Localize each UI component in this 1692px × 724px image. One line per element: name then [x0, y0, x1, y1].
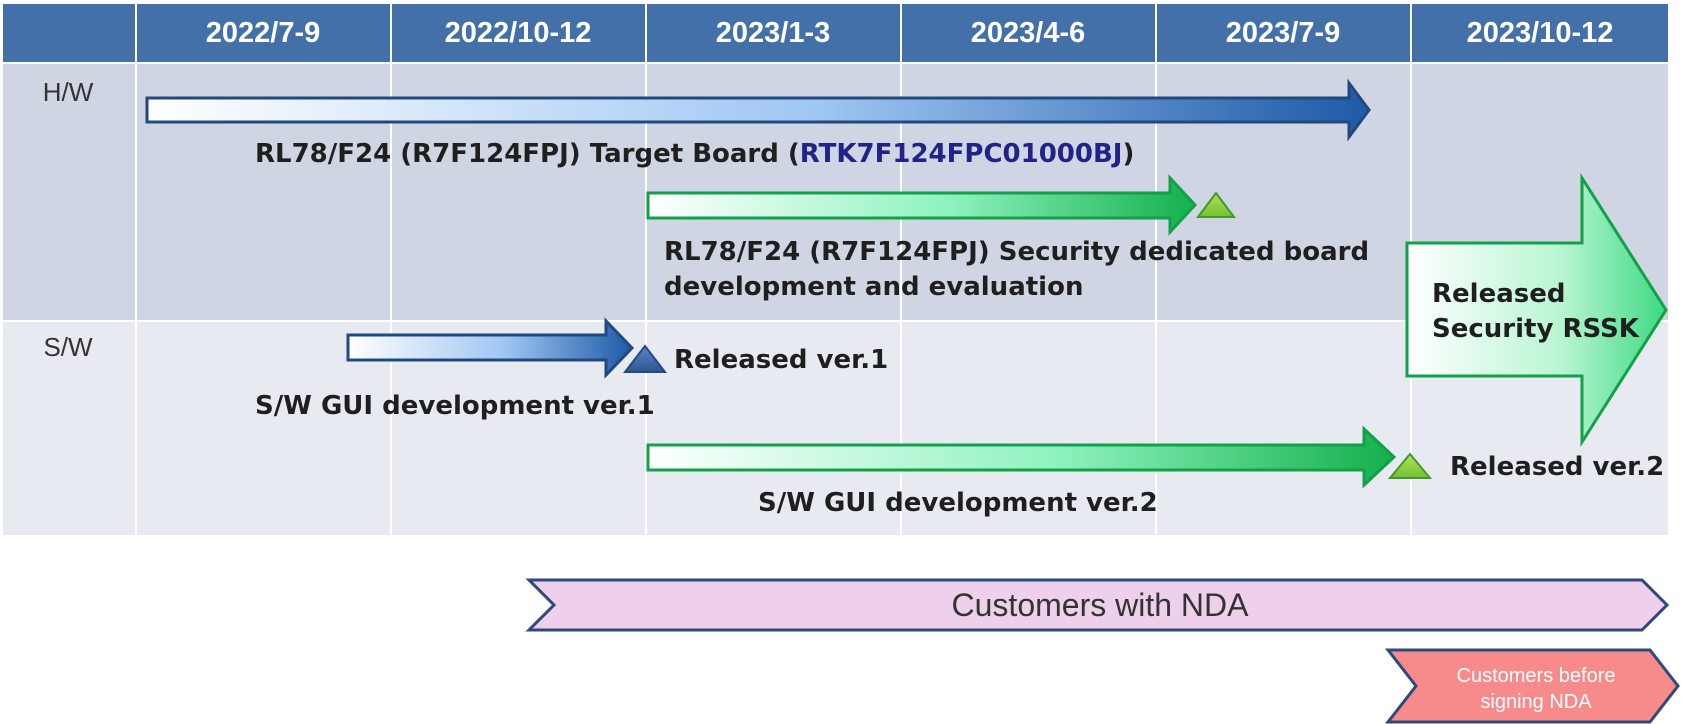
period-label: 2023/4-6: [971, 17, 1086, 49]
period-label: 2023/10-12: [1467, 17, 1614, 49]
gui-v2-arrow: [646, 425, 1397, 489]
release-rssk-arrow: [1405, 172, 1668, 448]
header-cell: [902, 4, 1155, 62]
period-label: 2022/7-9: [206, 17, 321, 49]
header-cell: [1157, 4, 1410, 62]
gui-v1-arrow: [346, 317, 635, 379]
target-board-label: RL78/F24 (R7F124FPJ) Target Board (RTK7F…: [255, 139, 1134, 169]
sw-band: [3, 322, 1668, 535]
header-cell: [647, 4, 900, 62]
gui-v1-label: S/W GUI development ver.1: [255, 391, 655, 421]
header-cell: [137, 4, 390, 62]
security-board-label-line2: development and evaluation: [664, 272, 1083, 302]
category-sw: S/W: [43, 332, 93, 362]
security-board-milestone-icon: [1196, 191, 1236, 218]
timeline-header: 2022/7-9 2022/10-12 2023/1-3 2023/4-6 20…: [3, 4, 1668, 62]
customers-pre-nda-line1: Customers before: [1457, 665, 1616, 687]
header-cell: [1412, 4, 1668, 62]
period-label: 2023/7-9: [1226, 17, 1341, 49]
customers-nda-chevron: [525, 578, 1670, 632]
target-board-part-number: RTK7F124FPC01000BJ: [800, 139, 1123, 169]
header-corner: [3, 4, 135, 62]
release-rssk-line2: Security RSSK: [1432, 314, 1640, 344]
header-cell: [392, 4, 645, 62]
security-board-label-line1: RL78/F24 (R7F124FPJ) Security dedicated …: [664, 237, 1369, 267]
customers-nda-label: Customers with NDA: [952, 587, 1250, 623]
period-label: 2022/10-12: [445, 17, 592, 49]
released-v1-icon: [622, 344, 668, 373]
released-v2-icon: [1387, 452, 1433, 479]
released-v2-label: Released ver.2: [1450, 452, 1664, 482]
customers-pre-nda-chevron: [1384, 648, 1680, 724]
released-v1-label: Released ver.1: [674, 345, 888, 375]
category-hw: H/W: [43, 77, 94, 107]
release-rssk-line1: Released: [1432, 279, 1565, 309]
gui-v2-label: S/W GUI development ver.2: [758, 488, 1158, 518]
target-board-arrow: [145, 78, 1371, 142]
period-label: 2023/1-3: [716, 17, 831, 49]
security-board-arrow: [646, 174, 1198, 236]
customers-pre-nda-line2: signing NDA: [1480, 691, 1592, 713]
